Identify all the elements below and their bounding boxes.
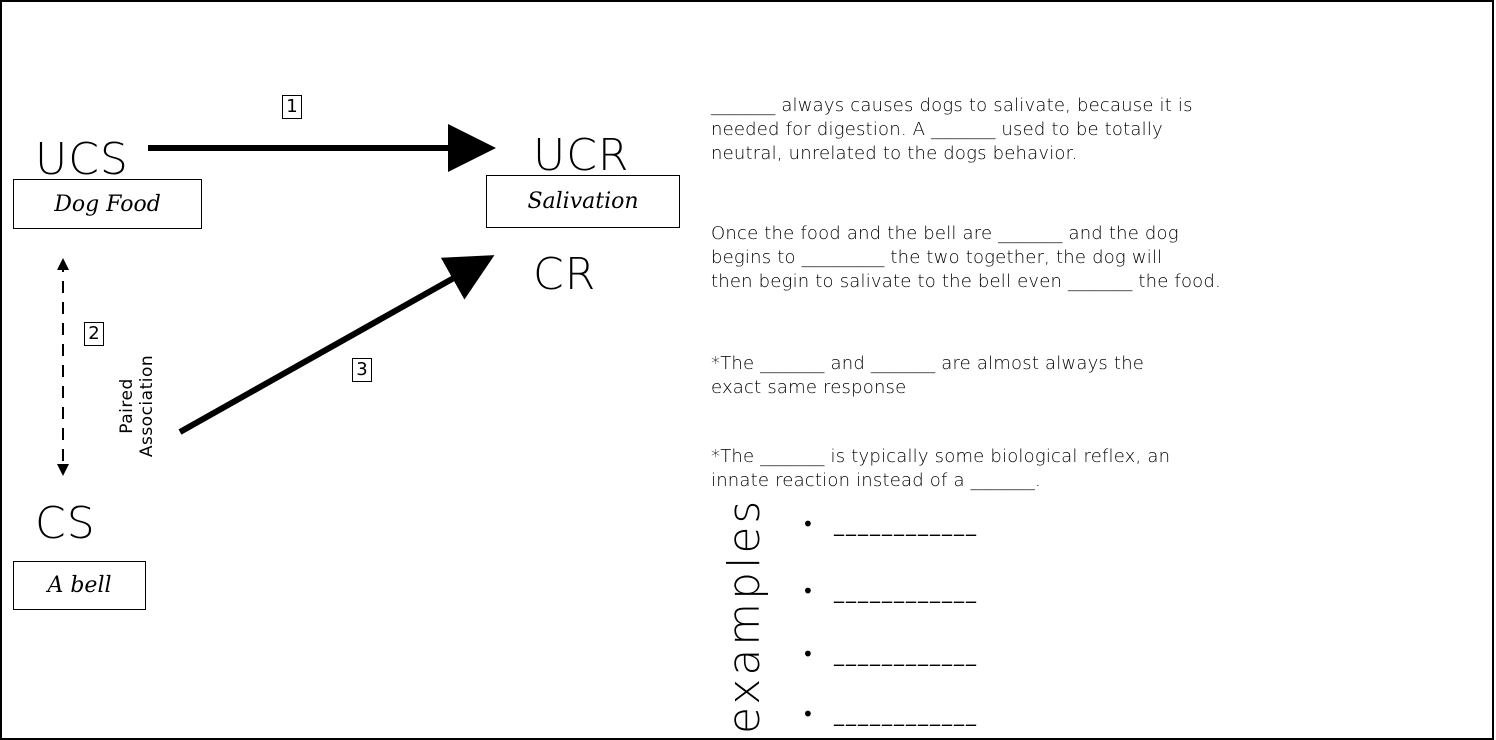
paragraph-1: _______ always causes dogs to salivate, … [711, 94, 1481, 166]
example-blank-4: ____________ [834, 702, 978, 726]
paired-association-line-1: Paired [117, 378, 137, 434]
step-3-badge: 3 [352, 358, 372, 382]
bullet-icon: • [802, 512, 816, 536]
bullet-icon: • [802, 579, 816, 603]
note-1-line-1: *The _______ and _______ are almost alwa… [711, 353, 1145, 374]
paragraph-1-line-1: _______ always causes dogs to salivate, … [711, 95, 1193, 116]
note-1: *The _______ and _______ are almost alwa… [711, 352, 1481, 400]
example-item-3: • ____________ [802, 642, 978, 666]
a-bell-text: A bell [47, 573, 112, 598]
paired-association-line-2: Association [137, 354, 157, 458]
bullet-icon: • [802, 702, 816, 726]
ucs-label: UCS [35, 134, 129, 185]
note-1-line-2: exact same response [711, 377, 907, 398]
dog-food-text: Dog Food [54, 191, 161, 217]
paragraph-2: Once the food and the bell are _______ a… [711, 222, 1481, 294]
paragraph-2-line-1: Once the food and the bell are _______ a… [711, 223, 1179, 244]
example-blank-3: ____________ [834, 642, 978, 666]
example-item-4: • ____________ [802, 702, 978, 726]
note-2-line-1: *The _______ is typically some biologica… [711, 446, 1171, 467]
example-blank-2: ____________ [834, 579, 978, 603]
paragraph-1-line-3: neutral, unrelated to the dogs behavior. [711, 143, 1078, 164]
dog-food-box: Dog Food [13, 179, 202, 229]
step-2-badge: 2 [84, 322, 104, 346]
note-2: *The _______ is typically some biologica… [711, 445, 1481, 493]
salivation-box: Salivation [486, 175, 680, 228]
a-bell-box: A bell [13, 561, 146, 610]
paragraph-2-line-3: then begin to salivate to the bell even … [711, 271, 1221, 292]
note-2-line-2: innate reaction instead of a _______. [711, 470, 1041, 491]
example-item-2: • ____________ [802, 579, 978, 603]
examples-label: examples [719, 497, 770, 734]
paragraph-1-line-2: needed for digestion. A _______ used to … [711, 119, 1163, 140]
example-blank-1: ____________ [834, 512, 978, 536]
cr-label: CR [533, 249, 597, 300]
cs-label: CS [35, 498, 96, 549]
example-item-1: • ____________ [802, 512, 978, 536]
arrow-cs-to-cr [178, 255, 495, 435]
salivation-text: Salivation [527, 189, 639, 214]
paired-association-label: Paired Association [117, 321, 157, 491]
bullet-icon: • [802, 642, 816, 666]
paragraph-2-line-2: begins to _________ the two together, th… [711, 247, 1163, 268]
step-1-badge: 1 [282, 95, 302, 119]
ucr-label: UCR [533, 130, 630, 181]
